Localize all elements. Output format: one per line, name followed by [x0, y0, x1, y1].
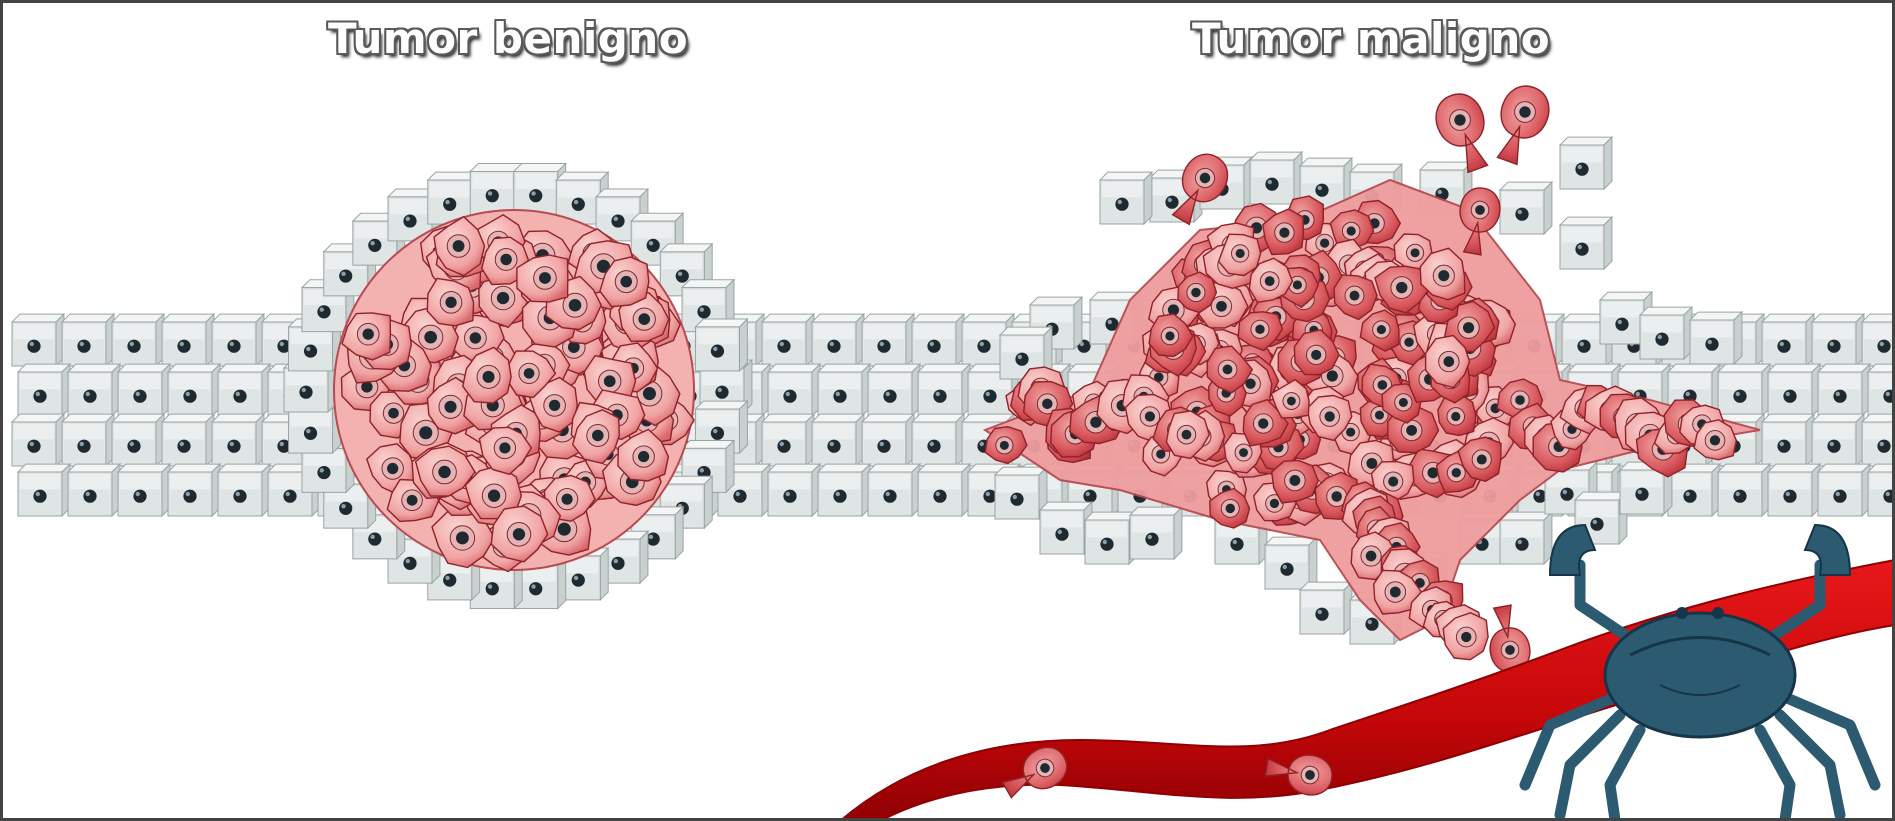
escaping-tumor-cell [1485, 80, 1556, 169]
normal-cell [68, 364, 120, 416]
normal-cell [1560, 137, 1612, 189]
normal-cell [918, 364, 970, 416]
normal-cell [1868, 464, 1895, 516]
normal-cell [762, 414, 814, 466]
normal-cell [1868, 364, 1895, 416]
normal-cell [768, 464, 820, 516]
normal-cell [1718, 364, 1770, 416]
normal-cell [912, 414, 964, 466]
malignant-tumor-title: Tumor maligno [1192, 14, 1550, 63]
normal-cell [812, 314, 864, 366]
normal-cell [868, 464, 920, 516]
benign-tumor-title: Tumor benigno [328, 14, 688, 63]
normal-cell [18, 464, 70, 516]
normal-cell [1560, 217, 1612, 269]
normal-cell [1862, 314, 1895, 366]
normal-cell [812, 414, 864, 466]
normal-cell [1500, 182, 1552, 234]
normal-cell [1812, 414, 1864, 466]
normal-cell [762, 314, 814, 366]
normal-cell [168, 364, 220, 416]
normal-cell [212, 314, 264, 366]
normal-cell [218, 364, 270, 416]
normal-cell [1812, 314, 1864, 366]
normal-cell [1862, 414, 1895, 466]
normal-cell [818, 364, 870, 416]
normal-cell [818, 464, 870, 516]
normal-cell [868, 364, 920, 416]
normal-cell [1690, 312, 1742, 364]
normal-cell [1100, 172, 1152, 224]
normal-cell [1762, 414, 1814, 466]
normal-cell [862, 414, 914, 466]
normal-cell [912, 314, 964, 366]
normal-cell [768, 364, 820, 416]
normal-cell [112, 414, 164, 466]
normal-cell [1818, 464, 1870, 516]
normal-cell [1718, 464, 1770, 516]
normal-cell [1085, 512, 1137, 564]
normal-cell [1040, 502, 1092, 554]
normal-cell [918, 464, 970, 516]
normal-cell [162, 314, 214, 366]
normal-cell [62, 314, 114, 366]
normal-cell [995, 467, 1047, 519]
normal-cell [218, 464, 270, 516]
normal-cell [695, 319, 747, 371]
normal-cell [168, 464, 220, 516]
normal-cell [1265, 537, 1317, 589]
normal-cell [1300, 582, 1352, 634]
normal-cell [68, 464, 120, 516]
normal-cell [12, 414, 64, 466]
normal-cell [1640, 307, 1692, 359]
normal-cell [1768, 364, 1820, 416]
normal-cell [862, 314, 914, 366]
normal-cell [1130, 507, 1182, 559]
normal-cell [1250, 152, 1302, 204]
normal-cell [18, 364, 70, 416]
normal-cell [1762, 314, 1814, 366]
normal-cell [1818, 364, 1870, 416]
benign-tumor-mass [334, 210, 694, 572]
normal-cell [1500, 512, 1552, 564]
normal-cell [118, 464, 170, 516]
normal-cell [118, 364, 170, 416]
normal-cell [212, 414, 264, 466]
normal-cell [62, 414, 114, 466]
normal-cell [162, 414, 214, 466]
normal-cell [1768, 464, 1820, 516]
normal-cell [112, 314, 164, 366]
normal-cell [12, 314, 64, 366]
